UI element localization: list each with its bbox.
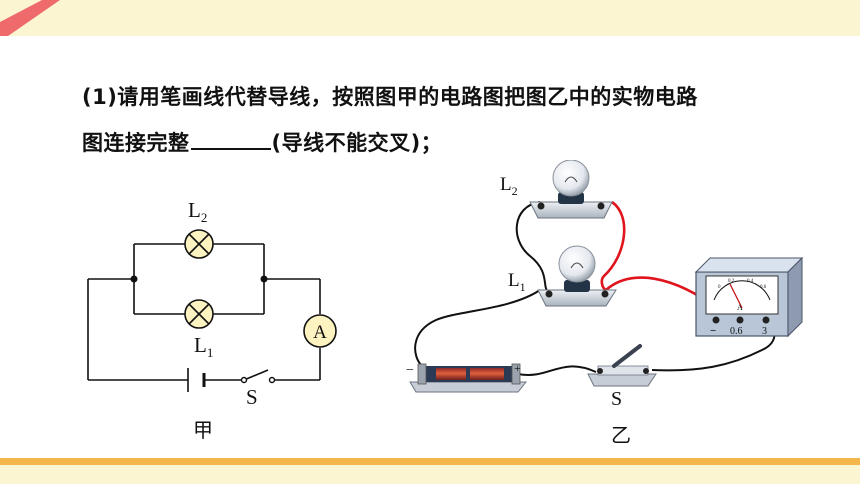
battery-plus-label: +	[514, 361, 521, 375]
meter-terminal-06: 0.6	[730, 326, 743, 337]
caption-jia: 甲	[193, 420, 213, 442]
switch-device	[587, 344, 657, 387]
ammeter-device: A 0 0.2 0.4 0.6 − 0.6 3	[694, 256, 804, 338]
question-line-1: (1)请用笔画线代替导线，按照图甲的电路图把图乙中的实物电路	[82, 85, 698, 109]
ammeter-symbol	[303, 314, 337, 348]
meter-terminal-minus: −	[710, 325, 716, 337]
circuit-physical-yi: A 0 0.2 0.4 0.6 − 0.6 3 − + L2 L1 S 乙	[406, 160, 804, 447]
question-line-2: 图连接完整 (导线不能交叉)；	[82, 120, 842, 166]
lamp-l2-device	[529, 160, 613, 219]
lamp-l2-symbol	[184, 229, 214, 259]
circuit-schematic-jia: A L2 L1 S 甲	[87, 198, 337, 442]
wire-l2-to-l1	[515, 201, 549, 293]
label-l1: L1	[194, 333, 213, 360]
battery-minus-label: −	[406, 363, 414, 378]
wire-l1-to-battery	[414, 289, 541, 367]
label-l2-yi: L2	[500, 174, 518, 198]
battery-device: − +	[406, 361, 528, 393]
meter-terminal-3: 3	[762, 326, 767, 337]
label-switch-s-yi: S	[611, 388, 622, 410]
corner-ribbon	[0, 0, 60, 36]
top-banner	[0, 0, 860, 36]
meter-scale-2: 0.4	[747, 279, 754, 284]
meter-scale-3: 0.6	[760, 285, 767, 290]
lamp-l1-device	[537, 245, 617, 307]
wire-battery-to-switch	[517, 365, 597, 376]
meter-scale-1: 0.2	[728, 279, 735, 284]
switch-contact-right	[268, 376, 276, 384]
junction-right	[260, 275, 268, 283]
answer-blank[interactable]	[190, 128, 271, 150]
question-line-2-suffix: (导线不能交叉)；	[271, 131, 443, 155]
meter-scale-0: 0	[718, 285, 721, 290]
label-l2: L2	[188, 198, 207, 225]
label-switch-s: S	[246, 385, 258, 409]
label-l1-yi: L1	[508, 270, 526, 294]
switch-contact-left	[240, 376, 248, 384]
meter-letter: A	[737, 303, 743, 312]
question-line-2-prefix: 图连接完整	[82, 131, 190, 155]
caption-yi: 乙	[611, 425, 631, 447]
red-wire-l2-to-l1	[600, 200, 626, 292]
bottom-accent-line	[0, 458, 860, 465]
question-text: (1)请用笔画线代替导线，按照图甲的电路图把图乙中的实物电路 图连接完整 (导线不…	[82, 74, 842, 166]
lamp-l1-symbol	[184, 299, 214, 329]
junction-left	[130, 275, 138, 283]
ammeter-letter: A	[313, 322, 327, 343]
